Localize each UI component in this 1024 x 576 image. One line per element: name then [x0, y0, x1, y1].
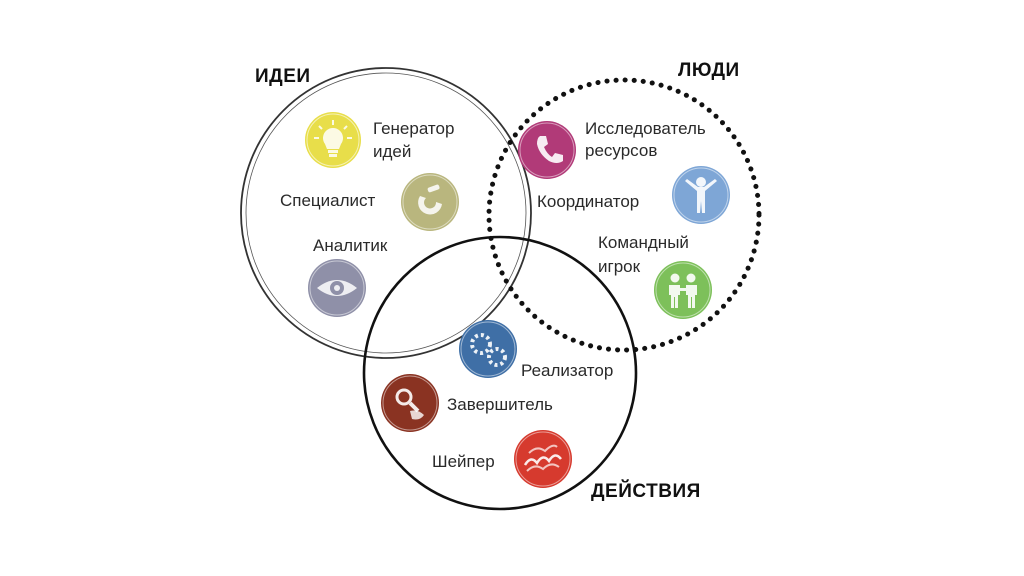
magnifier-icon [381, 374, 439, 432]
role-teamplayer-line2: игрок [598, 257, 641, 276]
role-analyst: Аналитик [313, 236, 388, 255]
ideas-circle [240, 67, 532, 359]
person-icon [672, 166, 730, 224]
lightbulb-icon [305, 112, 361, 168]
actions-circle [362, 235, 638, 511]
gears-icon [459, 320, 517, 378]
group-ideas: ИДЕИ [255, 66, 311, 87]
spring-icon [514, 430, 572, 488]
role-shaper: Шейпер [432, 452, 495, 471]
role-coordinator: Координатор [537, 192, 639, 211]
role-explorer-line1: Исследователь [585, 119, 706, 138]
phone-icon [518, 121, 576, 179]
role-specialist: Специалист [280, 191, 376, 210]
role-generator-line1: Генератор [373, 119, 454, 138]
people-circle [486, 77, 762, 353]
group-people: ЛЮДИ [678, 60, 740, 81]
eye-icon [308, 259, 366, 317]
role-finisher: Завершитель [447, 395, 553, 414]
tool-icon [401, 173, 459, 231]
role-teamplayer-line1: Командный [598, 233, 689, 252]
role-explorer-line2: ресурсов [585, 141, 657, 160]
group-actions: ДЕЙСТВИЯ [591, 480, 701, 502]
people-icon [654, 261, 712, 319]
ideas-circle-inner [245, 72, 527, 354]
role-generator-line2: идей [373, 142, 411, 161]
role-implementer: Реализатор [521, 361, 613, 380]
